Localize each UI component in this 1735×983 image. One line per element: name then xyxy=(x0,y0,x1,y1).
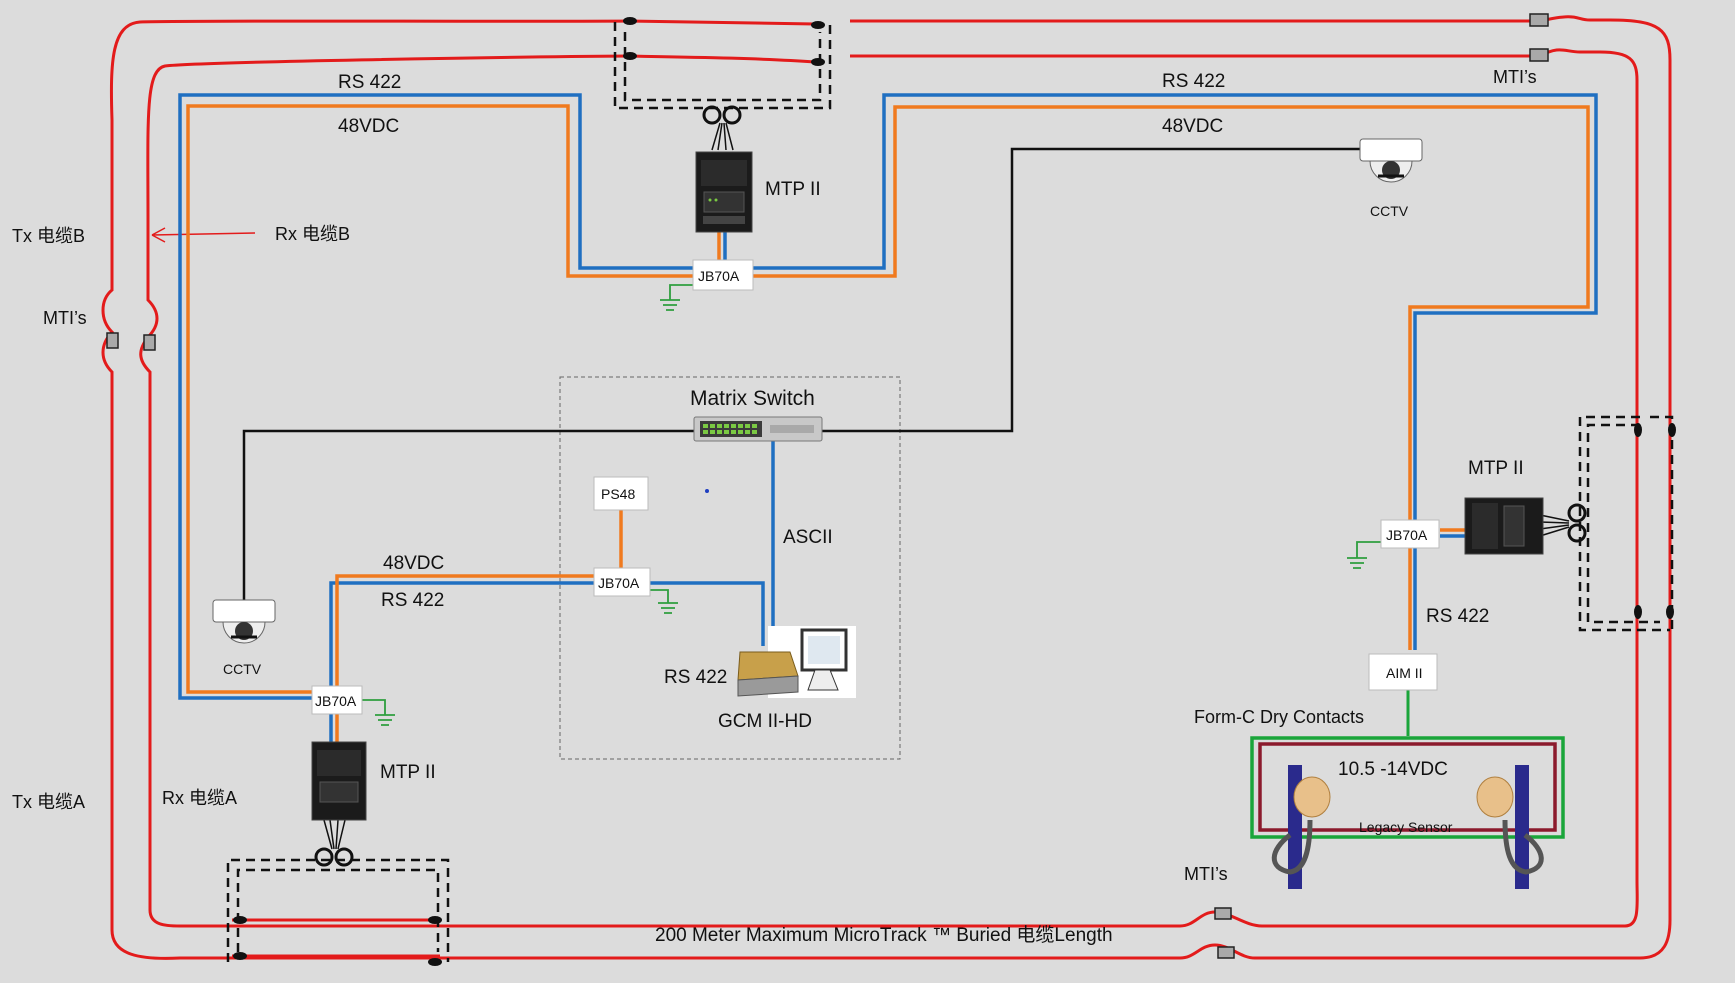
rs422-gcm-label: RS 422 xyxy=(664,667,727,688)
bottom-sensor-loop xyxy=(226,819,450,966)
jb-center-box xyxy=(593,567,651,597)
ascii-label: ASCII xyxy=(783,527,833,548)
cctv-icon xyxy=(1359,138,1423,183)
mti-connector-icon xyxy=(1214,907,1232,920)
center-group-frame xyxy=(559,376,901,760)
rs422-center-label: RS 422 xyxy=(381,590,444,611)
mtp-right-label: MTP II xyxy=(1468,458,1524,479)
rs422-top-left-label: RS 422 xyxy=(338,72,401,93)
jb-top-box xyxy=(692,259,754,291)
jb-top-label: JB70A xyxy=(698,268,740,284)
rx-b-arrow xyxy=(151,227,256,243)
rs422-right-label: RS 422 xyxy=(1426,606,1489,627)
vdc-legacy-label: 10.5 -14VDC xyxy=(1338,759,1448,780)
matrix-switch-label: Matrix Switch xyxy=(690,387,815,410)
legacy-sensor-label: Legacy Sensor xyxy=(1359,819,1453,835)
ground-icons xyxy=(362,284,1382,726)
jb-right-box xyxy=(1380,519,1440,549)
marker-dot xyxy=(705,489,709,493)
right-sensor-loop xyxy=(1539,415,1676,632)
ps48-label: PS48 xyxy=(601,486,635,502)
mti-connector-icon xyxy=(143,334,156,351)
mti-connector-icon xyxy=(1529,48,1549,62)
mti-connector-icon xyxy=(106,332,119,349)
ground-icon xyxy=(650,589,678,614)
cctv-left-label: CCTV xyxy=(223,661,262,677)
form-c-label: Form-C Dry Contacts xyxy=(1194,707,1364,727)
ps48-box xyxy=(593,476,649,511)
buried-length-label: 200 Meter Maximum MicroTrack ™ Buried 电缆… xyxy=(655,924,1113,946)
gcm-label: GCM II-HD xyxy=(718,711,812,732)
mtp-unit-icon xyxy=(1464,497,1544,555)
vdc-center-label: 48VDC xyxy=(383,553,444,574)
legacy-sensor-icon xyxy=(1476,765,1544,889)
matrix-switch-icon xyxy=(693,416,823,442)
mtp-unit-icon xyxy=(695,151,753,233)
mtp-bottom-label: MTP II xyxy=(380,762,436,783)
jb-center-label: JB70A xyxy=(598,575,640,591)
rx-b-label: Rx 电缆B xyxy=(275,224,350,244)
rx-a-label: Rx 电缆A xyxy=(162,788,237,808)
video-cables xyxy=(242,147,1360,600)
aim-label: AIM II xyxy=(1386,665,1423,681)
mtp-top-label: MTP II xyxy=(765,179,821,200)
cctv-icon xyxy=(212,599,276,644)
vdc-top-left-label: 48VDC xyxy=(338,116,399,137)
vdc-top-right-label: 48VDC xyxy=(1162,116,1223,137)
jb-left-box xyxy=(311,685,363,715)
tx-a-label: Tx 电缆A xyxy=(12,792,85,812)
power-data-cables xyxy=(178,93,1598,742)
mtis-left-label: MTI’s xyxy=(43,308,87,328)
top-sensor-loop xyxy=(613,17,832,151)
mti-connector-icon xyxy=(1529,13,1549,27)
jb-right-label: JB70A xyxy=(1386,527,1428,543)
ground-icon xyxy=(1347,541,1382,569)
mtp-unit-icon xyxy=(311,741,367,821)
mtis-bottom-label: MTI’s xyxy=(1184,864,1228,884)
gcm-computer-icon xyxy=(737,626,856,698)
ground-icon xyxy=(660,284,697,311)
cctv-top-label: CCTV xyxy=(1370,203,1409,219)
tx-b-label: Tx 电缆B xyxy=(12,226,85,246)
jb-left-label: JB70A xyxy=(315,693,357,709)
ground-icon xyxy=(362,699,395,726)
mti-connectors xyxy=(106,13,1549,959)
rs422-top-right-label: RS 422 xyxy=(1162,71,1225,92)
mti-connector-icon xyxy=(1217,946,1235,959)
mtis-top-label: MTI’s xyxy=(1493,67,1537,87)
legacy-sensor-icon xyxy=(1271,765,1331,889)
aim-box xyxy=(1368,653,1438,691)
